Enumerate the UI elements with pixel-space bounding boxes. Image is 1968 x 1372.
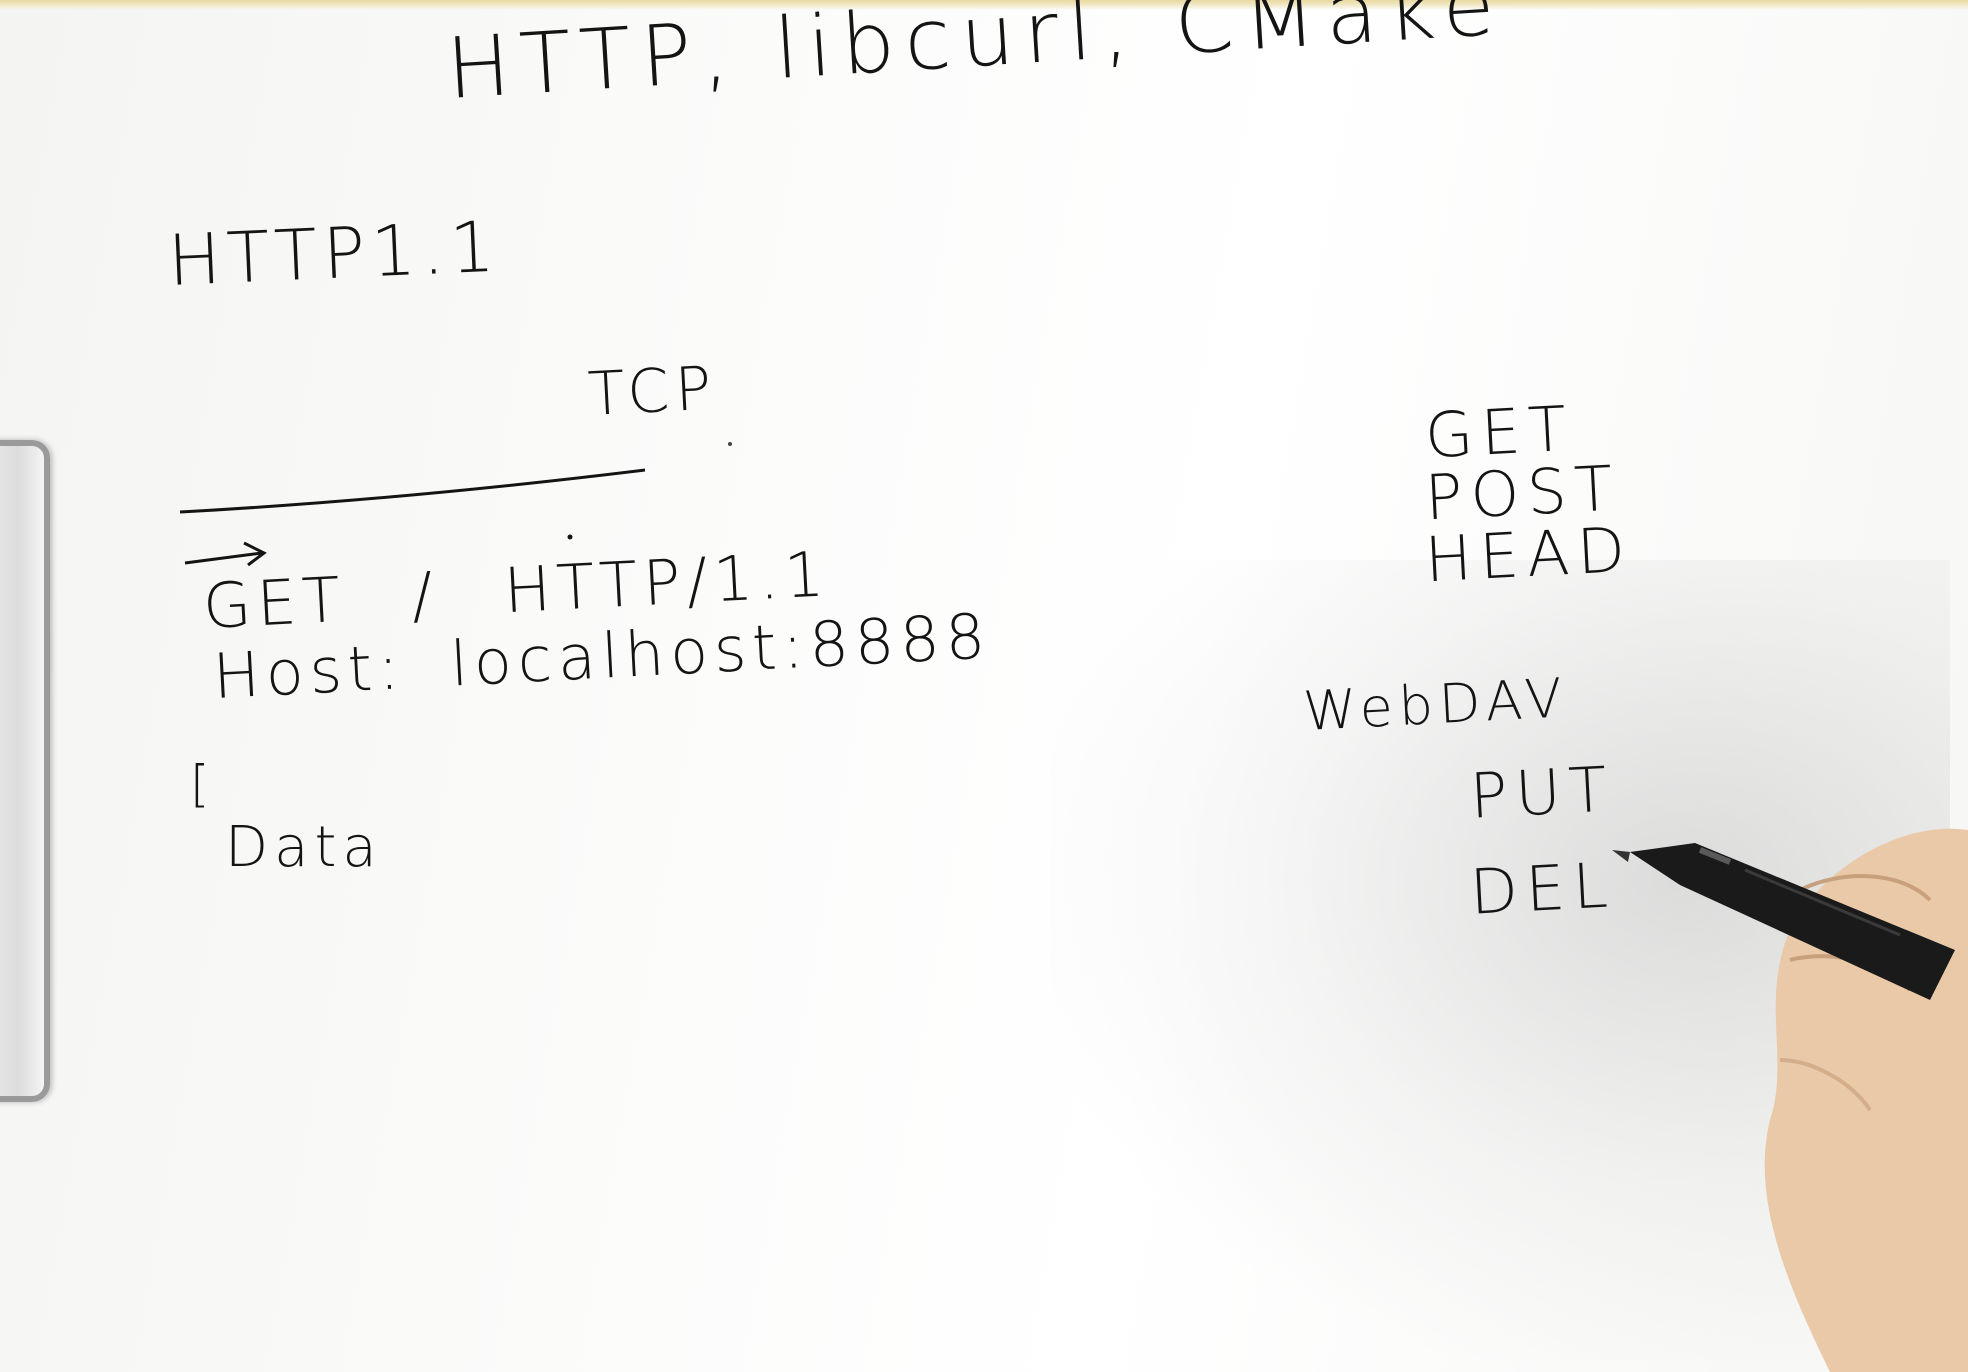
ink-dot [567,534,573,540]
tcp-connection-line [179,468,646,514]
bracket-mark: [ [190,755,216,813]
data-label: Data [225,815,383,880]
paper-top-edge [0,0,1968,10]
ink-dot [728,442,732,446]
binder-clip [0,440,50,1102]
pen-icon [1612,843,1955,1000]
arrow-right-icon [184,541,267,567]
